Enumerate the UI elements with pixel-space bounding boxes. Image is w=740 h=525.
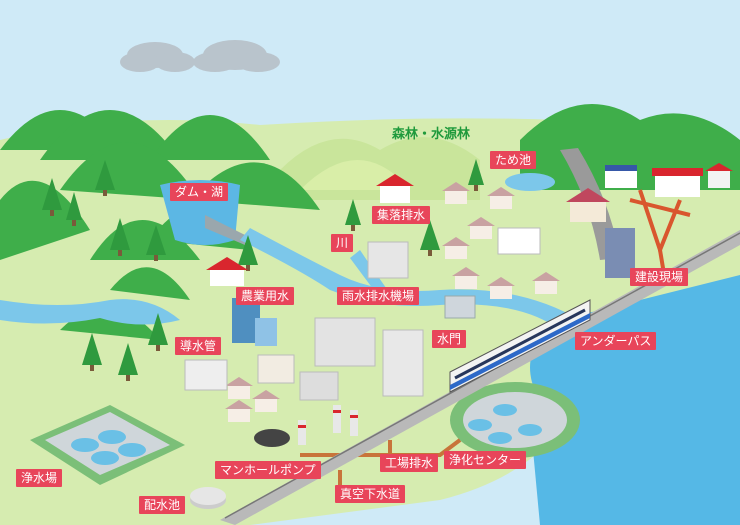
dam-wall [205,215,245,245]
label-shinku: 真空下水道 [335,485,406,503]
label-kensetsu: 建設現場 [630,268,689,286]
label-joka: 浄化センター [444,451,527,469]
trees [42,159,484,381]
label-kojo: 工場排水 [380,454,439,472]
label-shuraku: 集落排水 [372,206,431,224]
cloud-right [193,40,280,72]
houses [206,163,733,422]
forest-label: 森林・水源林 [392,127,471,142]
label-tameike: ため池 [490,151,537,169]
pond [505,173,555,191]
label-dam: ダム・湖 [170,183,229,201]
train [449,299,591,393]
label-josui: 浄水場 [16,469,63,487]
distribution-reservoir [190,487,226,509]
river [240,228,580,330]
label-suimon: 水門 [432,330,467,348]
cloud-left [120,42,195,72]
label-dosui: 導水管 [175,337,222,355]
label-kawa: 川 [331,234,354,252]
label-underpass: アンダーパス [575,332,657,350]
buildings [184,227,635,401]
sewage-treatment-center [450,382,580,458]
label-usui: 雨水排水機場 [337,287,420,305]
factory-chimneys [298,405,358,445]
river-left [0,299,180,325]
label-nogyo: 農業用水 [236,287,295,305]
water-purification-plant [30,405,185,485]
manhole [254,429,290,447]
label-manhole: マンホールポンプ [215,461,321,479]
label-haisui: 配水池 [139,496,186,514]
